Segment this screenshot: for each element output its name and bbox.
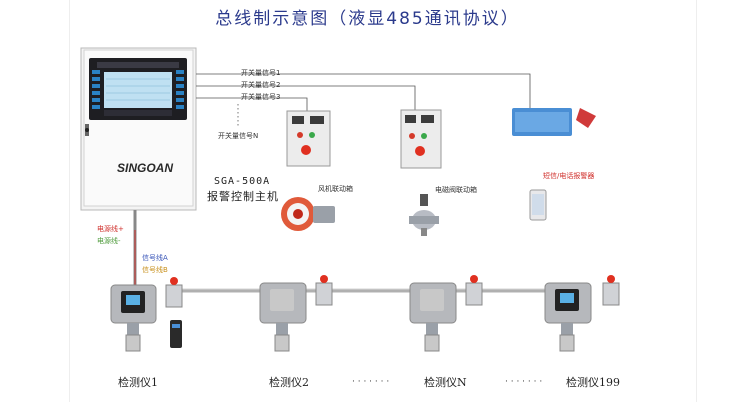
brand-logo: SINGOAN [117,161,174,175]
ellipsis-1: · · · · · · · [352,377,390,387]
bus-horizontal [180,288,555,293]
power-minus-label: 电源线- [97,237,121,245]
ellipsis-2: · · · · · · · [505,377,543,387]
power-plus-label: 电源线+ [97,225,124,233]
fan-icon [281,197,335,231]
signal-label-1: 开关量信号1 [241,69,281,77]
detector-2-label: 检测仪2 [269,376,309,389]
signal-lines [196,73,531,126]
detector-1-icon [110,277,183,352]
detector-1-label: 检测仪1 [118,376,158,389]
fan-box-label: 风机联动箱 [318,185,353,193]
valve-box-label: 电磁阀联动箱 [435,186,477,194]
detector-2-icon [259,275,333,352]
signal-label-2: 开关量信号2 [241,81,281,89]
controller-cabinet [80,47,197,211]
valve-linkage-box [400,109,442,169]
detector-n-label: 检测仪N [424,376,467,389]
detector-n-icon [409,275,483,352]
solenoid-valve-icon [409,194,439,236]
signal-a-label: 信号线A [142,254,168,262]
fan-linkage-box [286,110,331,167]
controller-model: SGA-500A [214,176,271,187]
alarm-label: 短信/电话报警器 [543,172,595,180]
detector-199-label: 检测仪199 [566,376,620,389]
detector-199-icon [544,275,620,352]
diagram-title: 总线制示意图（液显485通讯协议） [215,9,520,29]
signal-b-label: 信号线B [142,266,168,274]
signal-label-3: 开关量信号3 [241,93,281,101]
signal-label-n: 开关量信号N [218,132,259,140]
controller-name: 报警控制主机 [207,190,279,203]
sms-alarm-device [512,108,596,221]
